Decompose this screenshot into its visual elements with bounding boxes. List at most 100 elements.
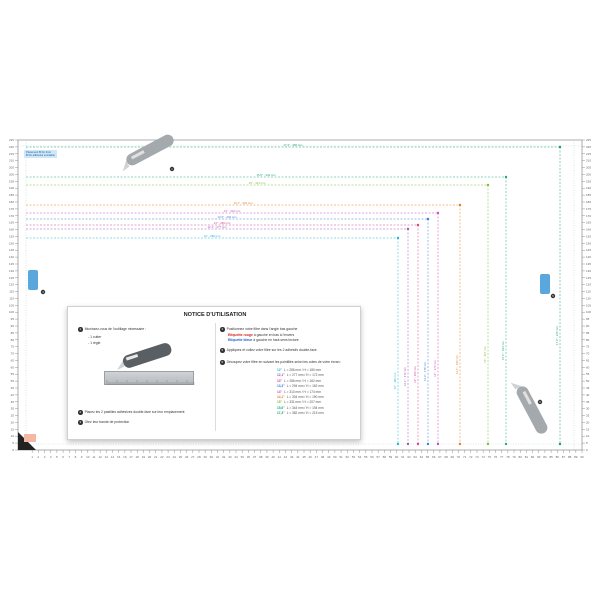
guide-corner-dot: [558, 145, 562, 149]
bottom-ruler-label: 41: [278, 455, 282, 459]
left-ruler-label: 180: [9, 200, 14, 204]
left-ruler-label: 175: [9, 207, 14, 211]
guide-corner-dot: [504, 175, 508, 179]
bottom-ruler-label: 7: [68, 455, 70, 459]
bottom-ruler-label: 85: [549, 455, 553, 459]
size-dims: L = 294 mm / H = 162 mm: [286, 384, 324, 389]
left-ruler-label: 30: [11, 407, 15, 411]
guide-height-label: 13,3" - 178 mm: [423, 361, 427, 381]
guide-corner-dot: [458, 203, 462, 207]
cutter-icon-top: [122, 134, 174, 172]
left-ruler-label: 60: [11, 365, 15, 369]
step-5-text: Appliquez et collez votre filtre sur les…: [226, 348, 317, 353]
step-1-text: Munissez-vous de l'outillage nécessaire …: [84, 327, 147, 332]
right-ruler-label: 95: [586, 317, 590, 321]
bottom-ruler-label: 6: [62, 455, 64, 459]
bottom-ruler-label: 55: [364, 455, 368, 459]
bottom-ruler-label: 21: [154, 455, 158, 459]
right-ruler-label: 205: [586, 166, 591, 170]
notice-divider: [215, 323, 216, 431]
bottom-ruler-label: 65: [426, 455, 430, 459]
left-ruler-label: 75: [11, 345, 15, 349]
left-ruler-label: 100: [9, 310, 14, 314]
size-inch: 15,6": [277, 405, 285, 410]
cutter-slider: [130, 150, 145, 160]
cutter-blade: [510, 382, 522, 390]
left-adhesive-tag: [28, 270, 38, 290]
bottom-ruler-label: 32: [222, 455, 226, 459]
guide-bottom-dot: [396, 442, 400, 446]
right-ruler-label: 90: [586, 324, 590, 328]
outer-frame: [17, 139, 583, 451]
left-ruler-label: 5: [12, 441, 14, 445]
bottom-ruler-label: 86: [556, 455, 560, 459]
size-inch: 15": [277, 400, 283, 405]
bottom-ruler-label: 19: [142, 455, 146, 459]
bottom-ruler-label: 90: [580, 455, 584, 459]
right-ruler-label: 45: [586, 386, 590, 390]
bottom-ruler-label: 40: [271, 455, 275, 459]
bottom-ruler-label: 69: [451, 455, 455, 459]
bottom-ruler-label: 56: [370, 455, 374, 459]
size-row: 12"L = 286 mm / H = 180 mm: [277, 368, 321, 373]
left-ruler-label: 225: [9, 138, 14, 142]
guide-height-label: 15,6" - 194 mm: [501, 340, 505, 360]
left-ruler-label: 90: [11, 324, 15, 328]
left-ruler-label: 45: [11, 386, 15, 390]
left-ruler-label: 160: [9, 228, 14, 232]
notice-title: NOTICE D'UTILISATION: [183, 312, 247, 318]
right-ruler-label: 195: [586, 179, 591, 183]
right-ruler-label: 75: [586, 345, 590, 349]
guide-corner-dot: [416, 223, 420, 227]
right-adhesive-tag: [540, 274, 550, 294]
right-ruler-label: 85: [586, 331, 590, 335]
size-row: 17,3"L = 382 mm / H = 215 mm: [277, 411, 324, 416]
right-ruler-label: 60: [586, 365, 590, 369]
bottom-ruler-label: 1: [31, 455, 33, 459]
right-ruler-label: 115: [586, 290, 591, 294]
bottom-ruler-label: 80: [519, 455, 523, 459]
guide-height-label: 17,3" - 215 mm: [555, 325, 559, 345]
right-ruler-label: 185: [586, 193, 591, 197]
left-ruler-label: 25: [11, 414, 15, 418]
bottom-ruler-label: 51: [339, 455, 343, 459]
left-ruler-label: 85: [11, 331, 15, 335]
right-ruler-label: 130: [586, 269, 591, 273]
right-ruler-label: 220: [586, 145, 591, 149]
bottom-ruler-label: 36: [247, 455, 251, 459]
bottom-ruler-label: 73: [475, 455, 479, 459]
left-ruler-label: 205: [9, 166, 14, 170]
red-label-text: à gauche en bas à l'envers: [253, 333, 295, 337]
bottom-ruler-label: 18: [136, 455, 140, 459]
bottom-ruler-label: 83: [537, 455, 541, 459]
size-dims: L = 286 mm / H = 162 mm: [284, 378, 321, 383]
left-ruler-label: 10: [11, 434, 15, 438]
left-ruler-label: 105: [9, 303, 14, 307]
bottom-ruler-label: 88: [568, 455, 572, 459]
left-ruler-label: 185: [9, 193, 14, 197]
bottom-ruler-label: 24: [173, 455, 177, 459]
left-ruler-label: 130: [9, 269, 14, 273]
left-ruler-label: 125: [9, 276, 14, 280]
bottom-ruler-label: 44: [296, 455, 300, 459]
left-ruler-label: 200: [9, 172, 14, 176]
bottom-ruler-label: 25: [179, 455, 183, 459]
bottom-ruler-label: 29: [203, 455, 207, 459]
left-ruler-label: 135: [9, 262, 14, 266]
bottom-ruler-label: 5: [56, 455, 58, 459]
blue-label: Etiquette bleue: [228, 338, 253, 342]
right-ruler-label: 30: [586, 407, 590, 411]
right-tag-badge: [550, 293, 556, 299]
size-inch: 14": [277, 389, 283, 394]
step-4-number: 4: [220, 327, 225, 332]
right-ruler-label: 175: [586, 207, 591, 211]
guide-width-label: 14,1" - 304 mm: [233, 201, 253, 205]
red-corner-tag: [24, 434, 36, 442]
right-ruler-label: 25: [586, 414, 590, 418]
bottom-ruler-label: 71: [463, 455, 467, 459]
right-ruler-label: 20: [586, 420, 590, 424]
